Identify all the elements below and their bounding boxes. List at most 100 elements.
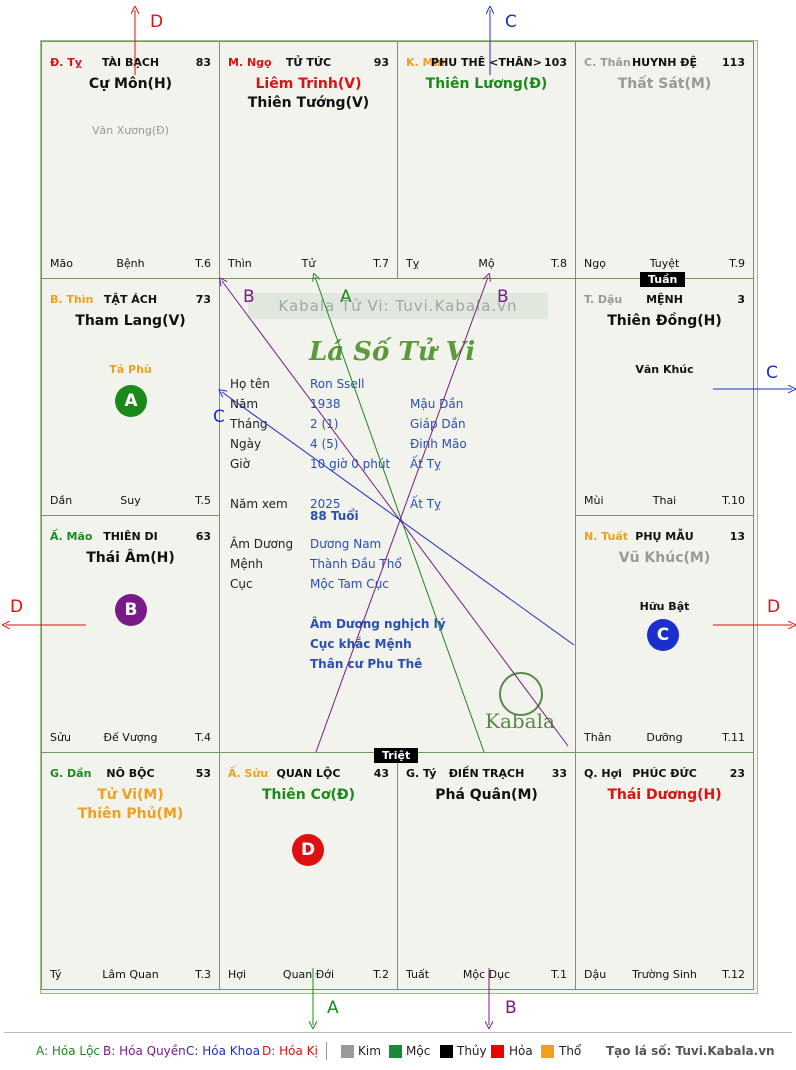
palace-branch: Dậu: [584, 968, 607, 981]
palace-age: 93: [373, 56, 389, 69]
palace-name: PHU THÊ <THÂN>: [431, 56, 542, 69]
info-value: Mộc Tam Cục: [310, 577, 389, 591]
legend-tho: Thổ: [559, 1044, 582, 1058]
palace-age: 33: [551, 767, 567, 780]
palace-name: PHỤ MẪU: [635, 530, 694, 543]
palace-can: B. Thìn: [50, 293, 94, 306]
main-star: Thái Dương(H): [607, 787, 722, 803]
arrow-label-b-bottom: B: [505, 998, 517, 1018]
main-star: Tham Lang(V): [75, 313, 186, 329]
info-note: Âm Dương nghịch lý: [310, 617, 446, 631]
palace-stage: Thai: [652, 494, 677, 507]
palace-name: MỆNH: [646, 293, 683, 306]
main-star: Thiên Tướng(V): [247, 95, 370, 111]
info-value: 1938: [310, 397, 341, 411]
palace-can: Ấ. Sửu: [228, 767, 269, 780]
palace-branch: Sửu: [50, 731, 71, 744]
info-value-2: Ất Tỵ: [410, 457, 442, 471]
palace-branch: Hợi: [228, 968, 247, 981]
palace-index: T.8: [551, 257, 567, 270]
palace-can: Đ. Tỵ: [50, 56, 82, 69]
kabala-logo: [499, 672, 543, 716]
info-value-2: Ất Tỵ: [410, 497, 442, 511]
arrow-a-line: [315, 277, 485, 753]
main-star: Vũ Khúc(M): [618, 550, 711, 566]
palace-stage: Suy: [120, 494, 141, 507]
palace-index: T.9: [729, 257, 745, 270]
legend-b: B: Hóa Quyền: [103, 1044, 186, 1058]
palace-index: T.1: [551, 968, 567, 981]
palace-age: 13: [729, 530, 745, 543]
palace-branch: Tý: [50, 968, 62, 981]
info-label: Ngày: [230, 437, 262, 451]
palace-age: 53: [195, 767, 211, 780]
arrow-b-line-2: [222, 281, 569, 747]
info-value: Ron Ssell: [310, 377, 365, 391]
info-value: Dương Nam: [310, 537, 382, 551]
info-label: Năm: [230, 397, 259, 411]
palace-name: THIÊN DI: [103, 530, 158, 543]
arrow-label-b-inner-1: B: [243, 287, 255, 307]
swatch-moc: [389, 1045, 402, 1058]
legend-site: Tạo lá số: Tuvi.Kabala.vn: [606, 1044, 775, 1058]
arrow-label-a-inner: A: [340, 287, 352, 307]
badge-c: C: [647, 619, 679, 651]
palace-name: NÔ BỘC: [106, 767, 155, 780]
palace-age: 83: [195, 56, 211, 69]
arrow-label-a-bottom: A: [327, 998, 339, 1018]
palace-age: 73: [195, 293, 211, 306]
main-star: Thiên Phủ(M): [77, 806, 184, 822]
arrow-label-c-right: C: [766, 363, 778, 383]
main-star: Thiên Lương(Đ): [425, 76, 548, 92]
tuan-tag: Tuần: [640, 272, 686, 287]
minor-star: Văn Khúc: [635, 363, 694, 376]
palace-age: 113: [722, 56, 745, 69]
palace-can: G. Tý: [406, 767, 437, 780]
palace-index: T.4: [195, 731, 211, 744]
info-value: Thành Đầu Thổ: [310, 557, 402, 571]
arrow-c-line: [222, 392, 575, 646]
palace-branch: Mão: [50, 257, 73, 270]
legend-divider: [4, 1032, 792, 1033]
chart-board: [40, 40, 758, 994]
badge-b: B: [115, 594, 147, 626]
palace-can: Ấ. Mão: [50, 530, 93, 543]
palace-age: 63: [195, 530, 211, 543]
palace-age: 3: [737, 293, 745, 306]
info-note: Cục khắc Mệnh: [310, 637, 412, 651]
legend-moc: Mộc: [406, 1044, 431, 1058]
info-value-2: Giáp Dần: [410, 417, 466, 431]
main-star: Cự Môn(H): [88, 76, 173, 92]
arrow-label-b-inner-2: B: [497, 287, 509, 307]
palace-stage: Tuyệt: [649, 257, 680, 270]
palace-stage: Trường Sinh: [632, 968, 697, 981]
arrow-label-d-left: D: [10, 597, 24, 617]
legend-c: C: Hóa Khoa: [186, 1044, 260, 1058]
palace-name: TỬ TỨC: [285, 56, 332, 69]
palace-can: Q. Hợi: [584, 767, 622, 780]
palace-index: T.3: [195, 968, 211, 981]
palace-can: C. Thân: [584, 56, 631, 69]
palace-can: N. Tuất: [584, 530, 629, 543]
palace-branch: Tỵ: [406, 257, 420, 270]
badge-a: A: [115, 385, 147, 417]
palace-name: QUAN LỘC: [276, 767, 341, 780]
palace-branch: Thân: [584, 731, 612, 744]
main-star: Liêm Trinh(V): [255, 76, 362, 92]
arrow-label-d-right: D: [767, 597, 781, 617]
info-value: 88 Tuổi: [310, 509, 359, 523]
palace-stage: Bệnh: [116, 257, 145, 270]
legend-sep: [326, 1042, 327, 1060]
swatch-tho: [541, 1045, 554, 1058]
info-value: 2025: [310, 497, 341, 511]
minor-star: Hữu Bật: [639, 600, 690, 613]
info-value-2: Đinh Mão: [410, 437, 467, 451]
arrow-label-d-top: D: [150, 12, 164, 32]
palace-index: T.7: [373, 257, 389, 270]
palace-name: ĐIỀN TRẠCH: [448, 767, 525, 780]
main-star: Thiên Cơ(Đ): [261, 787, 356, 803]
palace-branch: Tuất: [406, 968, 430, 981]
